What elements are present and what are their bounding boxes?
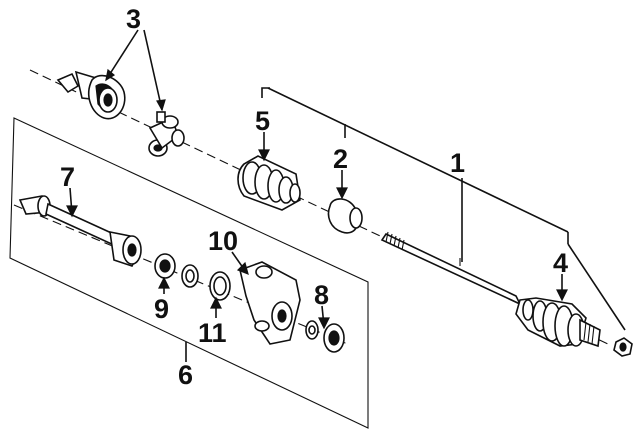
inner-boot — [237, 155, 301, 211]
leader-lines — [66, 29, 568, 362]
callout-4: 4 — [553, 248, 568, 278]
callout-6: 6 — [178, 360, 193, 390]
support-bracket — [239, 261, 301, 345]
callout-5: 5 — [255, 106, 270, 136]
bearing — [181, 264, 199, 288]
seal — [154, 253, 176, 279]
callout-8: 8 — [314, 280, 329, 310]
callout-9: 9 — [154, 294, 169, 324]
outer-boot — [515, 297, 587, 347]
intermediate-shaft — [18, 195, 142, 267]
inner-joint — [327, 198, 363, 234]
callout-1: 1 — [450, 148, 465, 178]
callout-7: 7 — [60, 162, 75, 192]
small-seal — [305, 320, 319, 340]
callout-3: 3 — [126, 4, 141, 34]
callout-11: 11 — [198, 318, 227, 348]
kit-box — [9, 117, 369, 429]
cv-joint-housing — [56, 70, 126, 120]
snap-ring — [209, 271, 231, 301]
axle-nut — [613, 337, 633, 357]
axle-shaft — [380, 231, 522, 306]
tripod-joint — [148, 111, 185, 157]
callout-10: 10 — [208, 226, 238, 256]
bracket-1 — [261, 87, 626, 331]
outer-cv-joint — [579, 318, 601, 348]
bearing-right — [323, 323, 345, 353]
callout-2: 2 — [333, 144, 348, 174]
